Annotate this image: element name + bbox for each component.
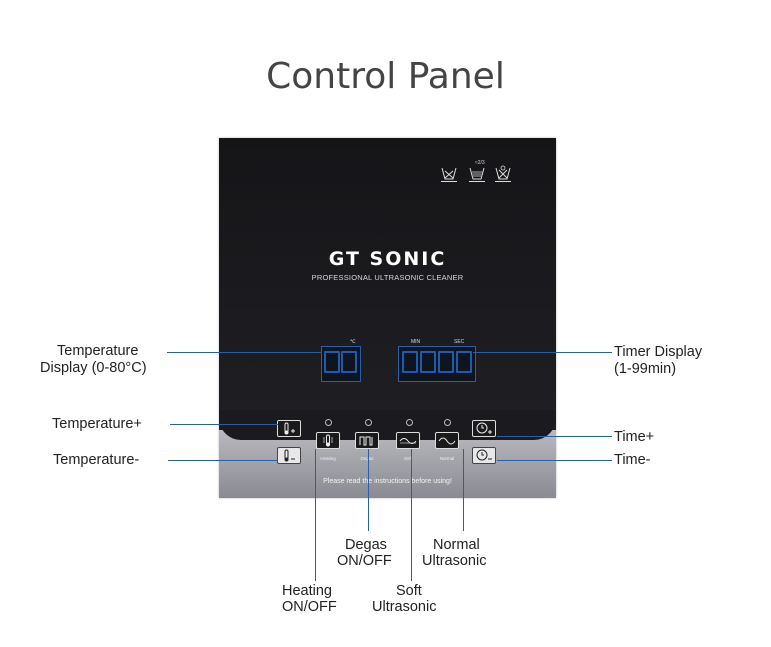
- normal-led: [444, 419, 451, 426]
- panel-curve: [219, 410, 556, 440]
- degas-label: Degas: [360, 456, 374, 461]
- temperature-minus-button[interactable]: [277, 447, 301, 464]
- normal-wave-icon: [438, 437, 456, 445]
- normal-leader: [463, 449, 464, 531]
- temp-plus-annotation: Temperature+: [52, 416, 142, 432]
- time-minus-button[interactable]: [472, 447, 496, 464]
- timer-display-annotation-line2: (1-99min): [614, 361, 677, 377]
- timer-display-leader: [473, 352, 612, 353]
- temp-digit: [324, 351, 340, 373]
- brand-logo: GT SONIC: [328, 248, 447, 270]
- time-plus-button[interactable]: [472, 420, 496, 437]
- heating-icon: [323, 434, 333, 447]
- timer-display: [398, 346, 476, 382]
- degas-leader: [368, 449, 369, 531]
- page-title: Control Panel: [266, 56, 505, 97]
- soft-led: [406, 419, 413, 426]
- timer-digit: [456, 351, 472, 373]
- temperature-plus-button[interactable]: [277, 420, 301, 437]
- instructions-notice: Please read the instructions before usin…: [323, 478, 452, 485]
- control-panel: ≈2/3 GT SONIC PROFESSIONAL ULTRASONIC CL…: [219, 138, 556, 498]
- heating-label: Heating: [320, 456, 336, 461]
- temp-plus-leader: [170, 424, 278, 425]
- degas-annotation-line2: ON/OFF: [337, 553, 392, 569]
- time-plus-leader: [497, 436, 612, 437]
- temp-unit-label: ℃: [350, 339, 356, 345]
- normal-annotation-line1: Normal: [433, 537, 480, 553]
- temp-digit: [341, 351, 357, 373]
- no-wash-icon: [441, 167, 457, 182]
- heating-button[interactable]: [316, 432, 340, 449]
- time-minus-leader: [497, 460, 612, 461]
- soft-label: Soft: [403, 456, 412, 461]
- timer-display-annotation-line1: Timer Display: [614, 344, 703, 360]
- temperature-display: [321, 346, 361, 382]
- heating-leader: [315, 449, 316, 581]
- heating-led: [325, 419, 332, 426]
- soft-leader: [411, 449, 412, 581]
- water-level-badge: ≈2/3: [475, 160, 485, 166]
- timer-digit: [402, 351, 418, 373]
- temp-display-leader: [167, 352, 321, 353]
- panel-bottom-strip: [219, 430, 556, 498]
- time-plus-annotation: Time+: [614, 429, 655, 445]
- timer-min-label: MIN: [411, 339, 421, 345]
- timer-digit: [438, 351, 454, 373]
- degas-icon: [359, 436, 373, 446]
- temp-minus-leader: [168, 460, 278, 461]
- normal-label: Normal: [439, 456, 455, 461]
- temp-display-annotation-line2: Display (0-80°C): [40, 360, 147, 376]
- normal-annotation-line2: Ultrasonic: [422, 553, 487, 569]
- timer-sec-label: SEC: [454, 339, 465, 345]
- clock-plus-icon: [476, 422, 492, 434]
- thermometer-plus-icon: [284, 422, 295, 435]
- heating-annotation-line1: Heating: [282, 583, 332, 599]
- thermometer-minus-icon: [284, 449, 295, 462]
- degas-led: [365, 419, 372, 426]
- degas-button[interactable]: [355, 432, 379, 449]
- soft-ultrasonic-button[interactable]: [396, 432, 420, 449]
- soft-annotation-line1: Soft: [396, 583, 422, 599]
- soft-wave-icon: [399, 438, 417, 444]
- degas-annotation-line1: Degas: [345, 537, 387, 553]
- heating-annotation-line2: ON/OFF: [282, 599, 337, 615]
- temp-display-annotation-line1: Temperature: [57, 343, 139, 359]
- clock-minus-icon: [476, 449, 492, 461]
- brand-subtitle: PROFESSIONAL ULTRASONIC CLEANER: [311, 273, 464, 282]
- timer-digit: [420, 351, 436, 373]
- no-dry-icon: [495, 165, 511, 182]
- time-minus-annotation: Time-: [614, 452, 651, 468]
- temp-minus-annotation: Temperature-: [53, 452, 140, 468]
- normal-ultrasonic-button[interactable]: [435, 432, 459, 449]
- water-level-icon: [469, 167, 485, 182]
- soft-annotation-line2: Ultrasonic: [372, 599, 437, 615]
